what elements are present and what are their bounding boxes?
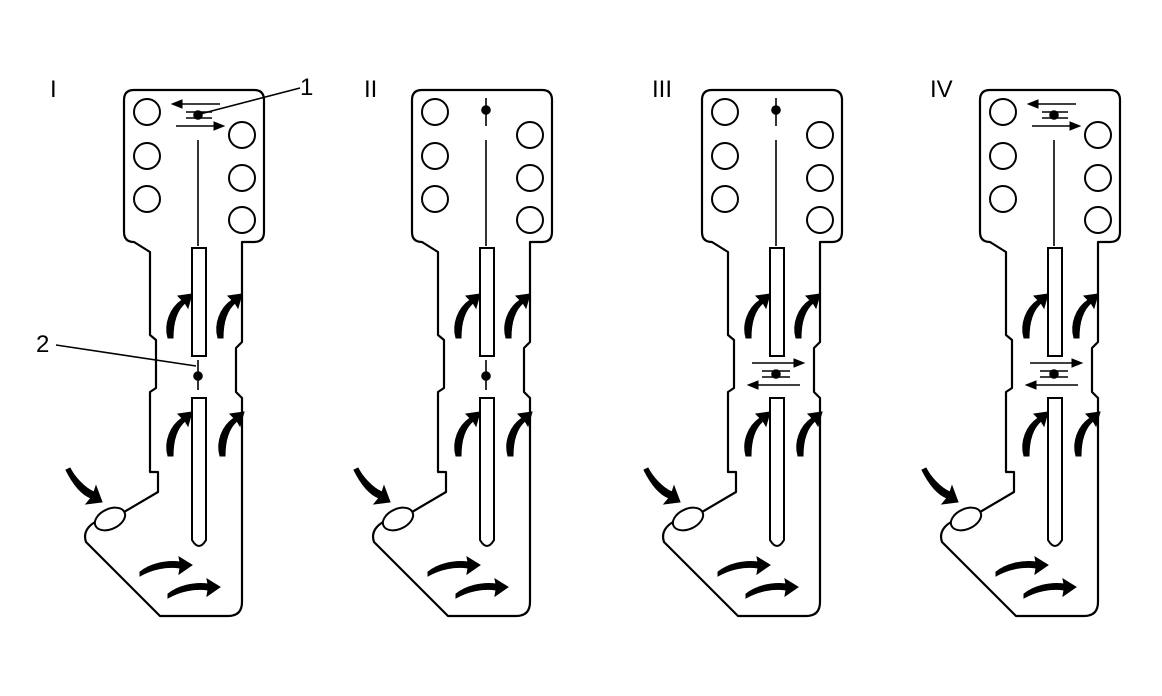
flow-arrow-upper-right — [794, 293, 821, 339]
lower-valve-pivot — [481, 371, 491, 381]
panel-IV — [921, 88, 1122, 618]
flow-arrow-lower-right — [796, 411, 823, 457]
lower-valve-open-arrows — [746, 358, 806, 390]
flow-arrow-upper-left — [744, 293, 771, 339]
cylinder-port-3 — [989, 185, 1017, 213]
flow-arrow-bend-upper — [427, 555, 481, 577]
cylinder-port-5 — [516, 164, 544, 192]
manifold-outline — [939, 88, 1122, 618]
cylinder-port-4 — [228, 121, 256, 149]
panel-label-iv: IV — [930, 76, 953, 103]
cylinder-port-3 — [133, 185, 161, 213]
flow-arrow-bend-upper — [717, 555, 771, 577]
upper-valve-pivot — [771, 105, 781, 115]
inlet-throat — [381, 506, 415, 532]
cylinder-port-6 — [228, 206, 256, 234]
manifold-outline — [83, 88, 266, 618]
flow-arrow-upper-right — [504, 293, 531, 339]
cylinder-port-4 — [1084, 121, 1112, 149]
cylinder-port-1 — [711, 98, 739, 126]
upper-valve-open-arrows — [1026, 99, 1082, 131]
upper-valve-pivot — [481, 105, 491, 115]
cylinder-port-6 — [1084, 206, 1112, 234]
cylinder-port-2 — [989, 142, 1017, 170]
flow-arrow-lower-left — [1022, 411, 1049, 457]
cylinder-port-4 — [806, 121, 834, 149]
flow-arrow-bend-upper — [139, 555, 193, 577]
cylinder-port-3 — [421, 185, 449, 213]
flow-arrow-bend-lower — [745, 577, 799, 599]
upper-runner — [479, 247, 495, 357]
flow-arrow-lower-right — [506, 411, 533, 457]
flow-arrow-lower-left — [454, 411, 481, 457]
panel-II — [353, 88, 554, 618]
flow-arrow-inlet — [353, 467, 391, 505]
flow-arrow-lower-left — [744, 411, 771, 457]
cylinder-port-1 — [133, 98, 161, 126]
upper-runner — [191, 247, 207, 357]
callout-2-leader — [55, 344, 197, 367]
panel-I — [65, 88, 266, 618]
flow-arrow-upper-left — [1022, 293, 1049, 339]
flow-arrow-bend-lower — [455, 577, 509, 599]
callout-1-label: 1 — [300, 74, 314, 101]
callout-1-leader — [199, 87, 301, 115]
flow-arrow-inlet — [65, 467, 103, 505]
flow-arrow-upper-left — [454, 293, 481, 339]
panel-label-ii: II — [364, 76, 378, 103]
cylinder-port-5 — [228, 164, 256, 192]
flow-arrow-upper-left — [166, 293, 193, 339]
manifold-outline — [371, 88, 554, 618]
cylinder-port-6 — [516, 206, 544, 234]
flow-arrow-lower-left — [166, 411, 193, 457]
cylinder-port-3 — [711, 185, 739, 213]
cylinder-port-2 — [133, 142, 161, 170]
lower-valve-open-arrows — [1024, 358, 1084, 390]
flow-arrow-upper-right — [1072, 293, 1099, 339]
inlet-throat — [93, 506, 127, 532]
flow-arrow-bend-upper — [995, 555, 1049, 577]
upper-runner — [769, 247, 785, 357]
inlet-throat — [671, 506, 705, 532]
inlet-throat — [949, 506, 983, 532]
lower-runner — [1047, 397, 1063, 547]
cylinder-port-2 — [421, 142, 449, 170]
callout-2-label: 2 — [36, 331, 50, 358]
cylinder-port-6 — [806, 206, 834, 234]
panel-label-iii: III — [652, 76, 673, 103]
flow-arrow-lower-right — [218, 411, 245, 457]
flow-arrow-bend-lower — [167, 577, 221, 599]
flow-arrow-inlet — [921, 467, 959, 505]
lower-runner — [479, 397, 495, 547]
upper-runner — [1047, 247, 1063, 357]
flow-arrow-upper-right — [216, 293, 243, 339]
flow-arrow-inlet — [643, 467, 681, 505]
lower-runner — [191, 397, 207, 547]
panel-III — [643, 88, 844, 618]
manifold-outline — [661, 88, 844, 618]
flow-arrow-bend-lower — [1023, 577, 1077, 599]
cylinder-port-4 — [516, 121, 544, 149]
cylinder-port-5 — [806, 164, 834, 192]
cylinder-port-2 — [711, 142, 739, 170]
flow-arrow-lower-right — [1074, 411, 1101, 457]
cylinder-port-1 — [989, 98, 1017, 126]
upper-valve-open-arrows — [170, 99, 226, 131]
panel-label-i: I — [50, 76, 57, 103]
cylinder-port-1 — [421, 98, 449, 126]
lower-runner — [769, 397, 785, 547]
cylinder-port-5 — [1084, 164, 1112, 192]
lower-valve-pivot — [193, 371, 203, 381]
